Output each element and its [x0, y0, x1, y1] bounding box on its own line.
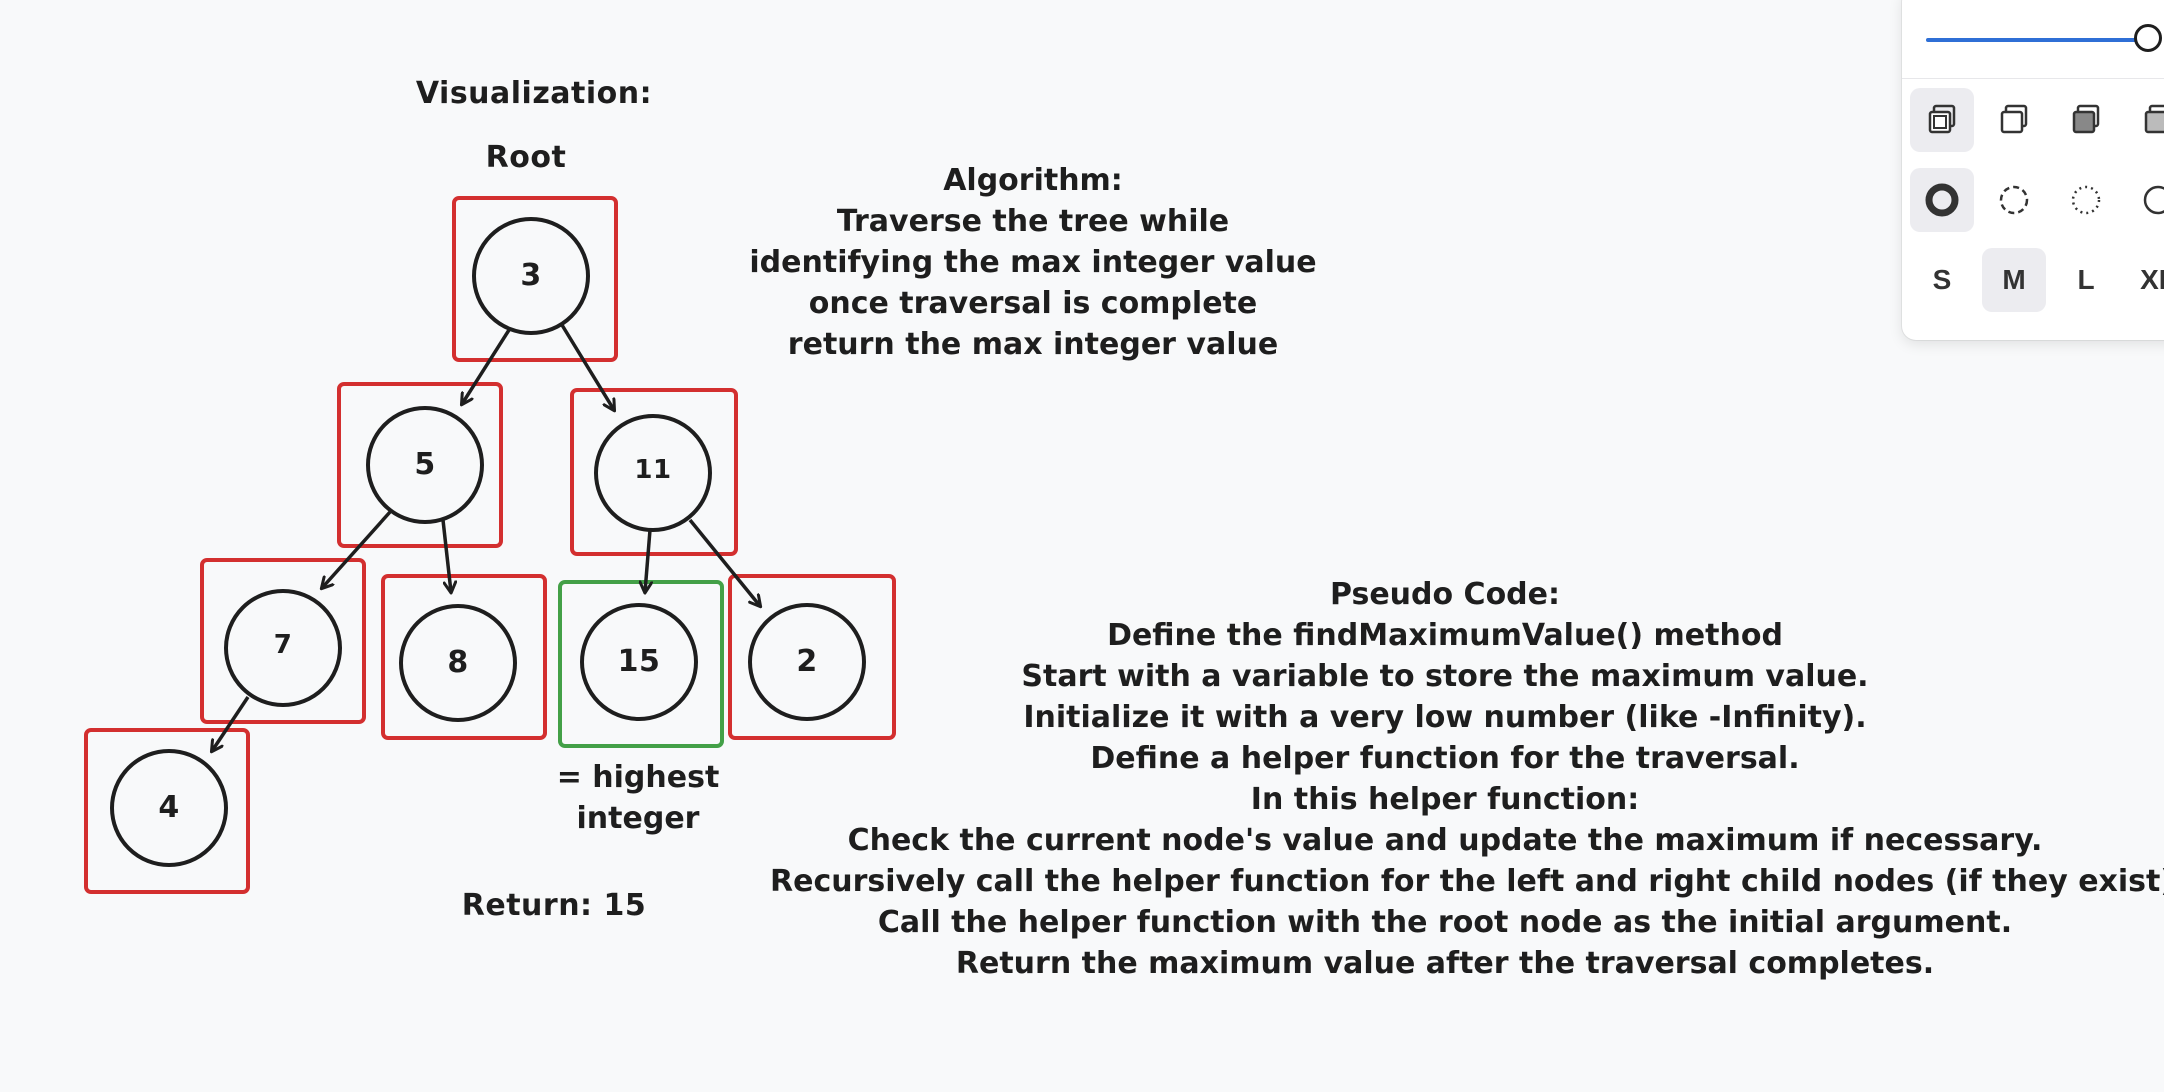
node-circle-15[interactable]: [580, 603, 698, 721]
node-circle-11[interactable]: [594, 414, 712, 532]
bring-to-front-icon: [2144, 104, 2164, 134]
highlight-legend: = highest integer: [548, 757, 728, 839]
stroke-solid-button[interactable]: [1910, 168, 1974, 232]
node-box-2[interactable]: [728, 574, 896, 740]
pseudo-code-line: Define the findMaximumValue() method: [1107, 618, 1783, 653]
legend-line-2: integer: [576, 801, 700, 836]
pseudo-code-heading: Pseudo Code:: [1330, 577, 1560, 612]
node-label-7: 7: [273, 630, 293, 660]
node-box-5[interactable]: [337, 382, 503, 548]
algorithm-line: once traversal is complete: [808, 286, 1258, 321]
node-label-15: 15: [617, 644, 661, 679]
size-s-button[interactable]: S: [1932, 264, 1952, 295]
legend-line-1: = highest: [556, 760, 720, 795]
edge-11-15[interactable]: [645, 529, 650, 592]
algorithm-line: Traverse the tree while: [836, 204, 1230, 239]
node-circle-5[interactable]: [366, 406, 484, 524]
node-label-3: 3: [520, 258, 542, 293]
node-circle-7[interactable]: [224, 589, 342, 707]
pseudo-code-line: Recursively call the helper function for…: [770, 864, 2164, 899]
visualization-heading: Visualization:: [415, 76, 653, 111]
opacity-slider-thumb[interactable]: [2134, 24, 2162, 52]
size-xl-button[interactable]: XL: [2140, 264, 2164, 295]
size-l-button[interactable]: L: [2077, 264, 2095, 295]
stroke-thin-button[interactable]: [2126, 168, 2164, 232]
node-circle-4[interactable]: [110, 749, 228, 867]
pseudo-code-line: Start with a variable to store the maxim…: [1021, 659, 1869, 694]
send-to-back-icon: [1928, 104, 1956, 134]
edge-7-4[interactable]: [212, 696, 250, 751]
pseudo-code-line: Return the maximum value after the trave…: [955, 946, 1935, 981]
node-box-11[interactable]: [570, 388, 738, 556]
size-m-button[interactable]: M: [1982, 248, 2046, 312]
node-label-5: 5: [414, 447, 436, 482]
pseudo-code-line: Call the helper function with the root n…: [877, 905, 2013, 940]
root-label: Root: [485, 140, 567, 175]
pseudo-code-block[interactable]: Pseudo Code: Define the findMaximumValue…: [770, 574, 2164, 984]
algorithm-heading: Algorithm:: [943, 163, 1123, 198]
opacity-slider-track[interactable]: [1926, 38, 2156, 42]
node-circle-3[interactable]: [472, 217, 590, 335]
edge-5-8[interactable]: [441, 519, 451, 592]
thin-circle-icon: [2143, 185, 2164, 215]
node-label-4: 4: [158, 790, 180, 825]
layer-front-button[interactable]: [2126, 88, 2164, 152]
pseudo-code-line: Initialize it with a very low number (li…: [1023, 700, 1867, 735]
node-box-7[interactable]: [200, 558, 366, 724]
pseudo-code-line: In this helper function:: [1250, 782, 1640, 817]
stroke-dotted-button[interactable]: [2054, 168, 2118, 232]
layer-forward-button[interactable]: [2054, 88, 2118, 152]
dotted-circle-icon: [2071, 185, 2101, 215]
dashed-circle-icon: [1999, 185, 2029, 215]
bring-forward-icon: [2072, 104, 2100, 134]
edge-3-5[interactable]: [462, 329, 511, 404]
pseudo-code-line: Define a helper function for the travers…: [1090, 741, 1800, 776]
node-box-8[interactable]: [381, 574, 547, 740]
layer-back-button[interactable]: [1910, 88, 1974, 152]
node-label-8: 8: [447, 645, 469, 680]
result-text: Return: 15: [461, 888, 647, 923]
edge-5-7[interactable]: [322, 510, 392, 588]
node-circle-8[interactable]: [399, 604, 517, 722]
algorithm-line: return the max integer value: [787, 327, 1279, 362]
edge-3-11[interactable]: [560, 324, 614, 410]
algorithm-line: identifying the max integer value: [749, 245, 1317, 280]
edge-11-2[interactable]: [688, 518, 760, 606]
node-circle-2[interactable]: [748, 603, 866, 721]
panel-divider: [1902, 78, 2164, 79]
layer-backward-button[interactable]: [1982, 88, 2046, 152]
node-box-4[interactable]: [84, 728, 250, 894]
stroke-dashed-button[interactable]: [1982, 168, 2046, 232]
node-label-11: 11: [634, 455, 672, 485]
solid-circle-icon: [1925, 183, 1959, 217]
send-backward-icon: [2000, 104, 2028, 134]
style-panel: S M L XL: [1902, 0, 2164, 340]
pseudo-code-line: Check the current node's value and updat…: [847, 823, 2043, 858]
algorithm-block[interactable]: Algorithm: Traverse the tree while ident…: [733, 160, 1333, 365]
node-box-3[interactable]: [452, 196, 618, 362]
node-label-2: 2: [796, 644, 818, 679]
